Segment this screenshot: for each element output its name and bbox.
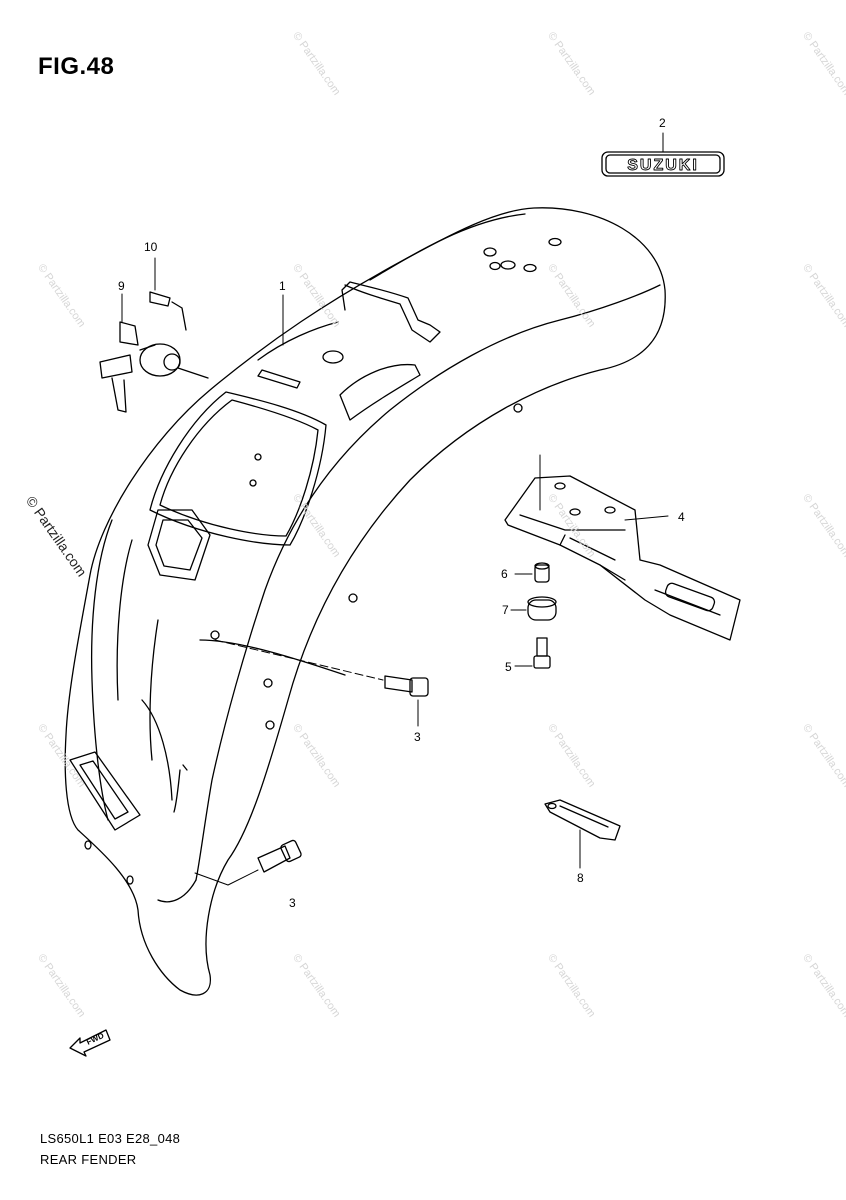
emblem-text: SUZUKI	[627, 157, 699, 174]
fwd-label: FWD	[85, 1031, 106, 1047]
leader-lines	[121, 132, 669, 886]
callout-10: 10	[144, 240, 158, 254]
callout-6: 6	[501, 567, 508, 581]
figure-name: REAR FENDER	[40, 1152, 137, 1167]
suzuki-emblem: SUZUKI	[601, 151, 725, 177]
bolts	[257, 675, 429, 873]
callout-3-lower: 3	[289, 896, 296, 910]
callout-3-upper: 3	[414, 730, 421, 744]
figure-code: LS650L1 E03 E28_048	[40, 1131, 181, 1146]
callout-1: 1	[279, 279, 286, 293]
callout-5: 5	[505, 660, 512, 674]
seat-lock	[99, 291, 209, 413]
side-bracket	[504, 475, 741, 641]
forward-arrow-icon: FWD	[69, 1029, 111, 1057]
rear-fender	[64, 207, 666, 996]
callout-9: 9	[118, 279, 125, 293]
callout-2: 2	[659, 116, 666, 130]
figure-title: FIG.48	[38, 53, 115, 80]
callout-4: 4	[678, 510, 685, 524]
callout-7: 7	[502, 603, 509, 617]
callout-8: 8	[577, 871, 584, 885]
collar-cushion-bolt	[527, 562, 557, 669]
strap	[544, 799, 621, 841]
